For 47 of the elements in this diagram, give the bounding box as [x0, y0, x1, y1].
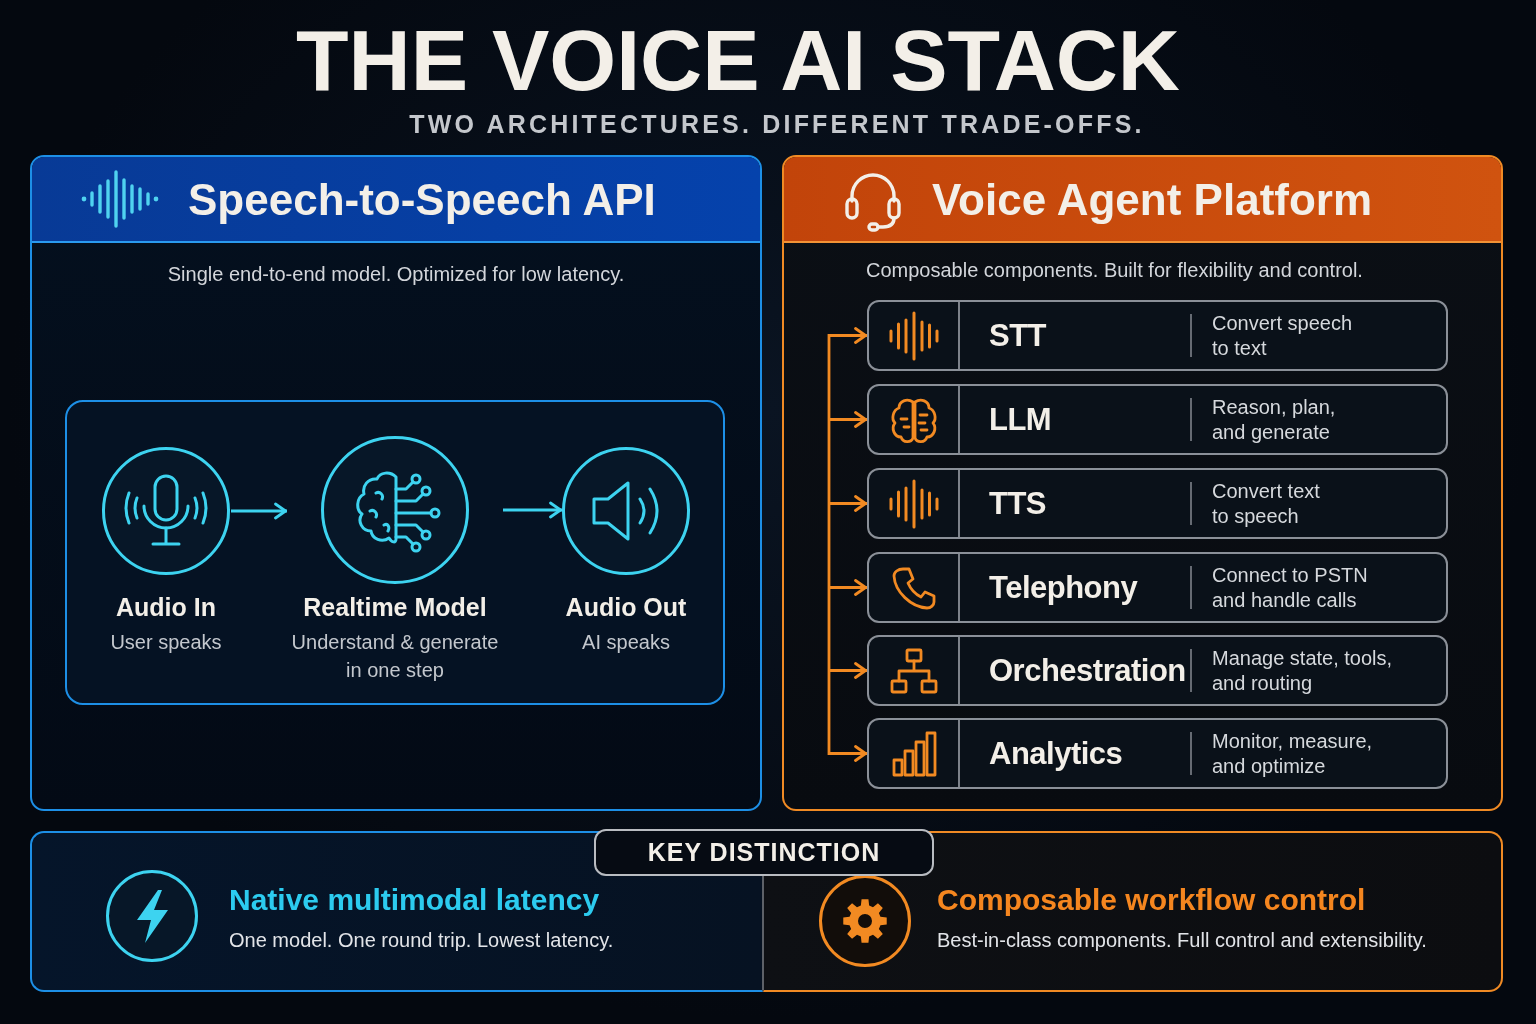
arrow: [829, 327, 867, 344]
component-name: Analytics: [989, 735, 1123, 772]
component-name: Orchestration: [989, 652, 1186, 689]
architecture-panel: [782, 155, 1503, 811]
connector-line: [827, 334, 831, 755]
component-name: Telephony: [989, 569, 1138, 606]
arrow: [829, 411, 867, 428]
summary-text: Best-in-class components. Full control and extensibility.: [937, 928, 1427, 952]
component-description: Convert speech to text: [1212, 310, 1354, 361]
arrow: [503, 501, 562, 519]
component-name: TTS: [989, 485, 1047, 522]
panel-description: Single end-to-end model. Optimized for low latency.: [167, 262, 625, 286]
component-card: [867, 468, 1448, 539]
section-label: KEY DISTINCTION: [594, 829, 934, 876]
step-caption: Understand & generate in one step: [290, 630, 500, 683]
step-title: Audio Out: [565, 592, 687, 622]
component-description: Monitor, measure, and optimize: [1212, 728, 1374, 779]
summary-title: Composable workflow control: [937, 882, 1366, 918]
component-card: [867, 552, 1448, 623]
component-description: Convert text to speech: [1212, 478, 1321, 529]
step-title: Audio In: [116, 592, 216, 622]
component-name: STT: [989, 317, 1047, 354]
flow-frame: [65, 400, 725, 705]
arrow: [829, 579, 867, 596]
step-caption: AI speaks: [582, 630, 670, 655]
panel-description: Composable components. Built for flexibility and control.: [866, 258, 1363, 282]
summary-title: Native multimodal latency: [229, 882, 600, 918]
component-description: Connect to PSTN and handle calls: [1212, 562, 1369, 613]
component-description: Reason, plan, and generate: [1212, 394, 1337, 445]
component-card: [867, 300, 1448, 371]
step-caption: User speaks: [110, 630, 222, 655]
arrow: [829, 745, 867, 762]
component-card: [867, 718, 1448, 789]
step-title: Realtime Model: [303, 592, 487, 622]
panel-title: Speech-to-Speech API: [188, 178, 656, 222]
arrow: [829, 495, 867, 512]
component-card: [867, 384, 1448, 455]
subtitle: TWO ARCHITECTURES. DIFFERENT TRADE-OFFS.: [409, 112, 1145, 137]
arrow: [829, 662, 867, 679]
panel-title: Voice Agent Platform: [932, 178, 1373, 222]
component-description: Manage state, tools, and routing: [1212, 645, 1394, 696]
component-card: [867, 635, 1448, 706]
title: THE VOICE AI STACK: [296, 17, 1180, 103]
architecture-panel: [30, 155, 762, 811]
summary-text: One model. One round trip. Lowest latency.: [229, 928, 614, 952]
arrow: [231, 502, 287, 520]
component-name: LLM: [989, 401, 1052, 438]
